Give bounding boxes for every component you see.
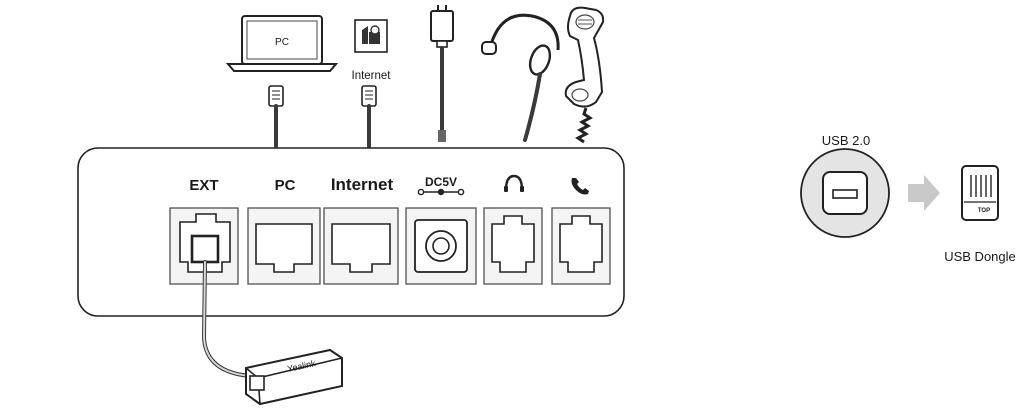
dc-port-center xyxy=(432,237,450,255)
handset-icon xyxy=(571,178,589,195)
headset-device-icon xyxy=(481,13,560,76)
internet-device-label: Internet xyxy=(352,70,392,82)
laptop-label: PC xyxy=(275,37,289,48)
ext-plug xyxy=(190,234,220,264)
dc-port-label: DC5V xyxy=(425,175,457,189)
usb-dongle-label: USB Dongle xyxy=(944,249,1016,264)
ext-port-label: EXT xyxy=(189,177,218,194)
internet-ethernet-plug xyxy=(361,85,377,107)
dc-polarity-icon xyxy=(417,188,465,196)
internet-port-label: Internet xyxy=(331,175,394,194)
headset-port[interactable] xyxy=(491,215,535,273)
internet-icon xyxy=(354,19,388,53)
usb-port-slot xyxy=(832,189,858,199)
insert-arrow-icon xyxy=(908,175,940,211)
internet-port[interactable] xyxy=(331,223,391,273)
headset-icon xyxy=(504,174,524,192)
laptop-icon xyxy=(225,15,339,72)
handset-coil-cord xyxy=(575,107,593,144)
handset-port[interactable] xyxy=(559,215,603,273)
usb-port-label: USB 2.0 xyxy=(822,133,870,148)
pc-port-label: PC xyxy=(275,177,296,194)
pc-port[interactable] xyxy=(255,223,313,273)
usb-dongle-icon xyxy=(961,165,999,221)
pc-ethernet-plug xyxy=(268,85,284,107)
usb-dongle-marking: TOP xyxy=(978,208,990,214)
power-adapter-icon xyxy=(430,5,454,48)
handset-device-icon xyxy=(564,6,605,108)
ext-module xyxy=(245,348,343,406)
power-plug xyxy=(438,130,446,142)
headset-cable xyxy=(523,72,542,142)
